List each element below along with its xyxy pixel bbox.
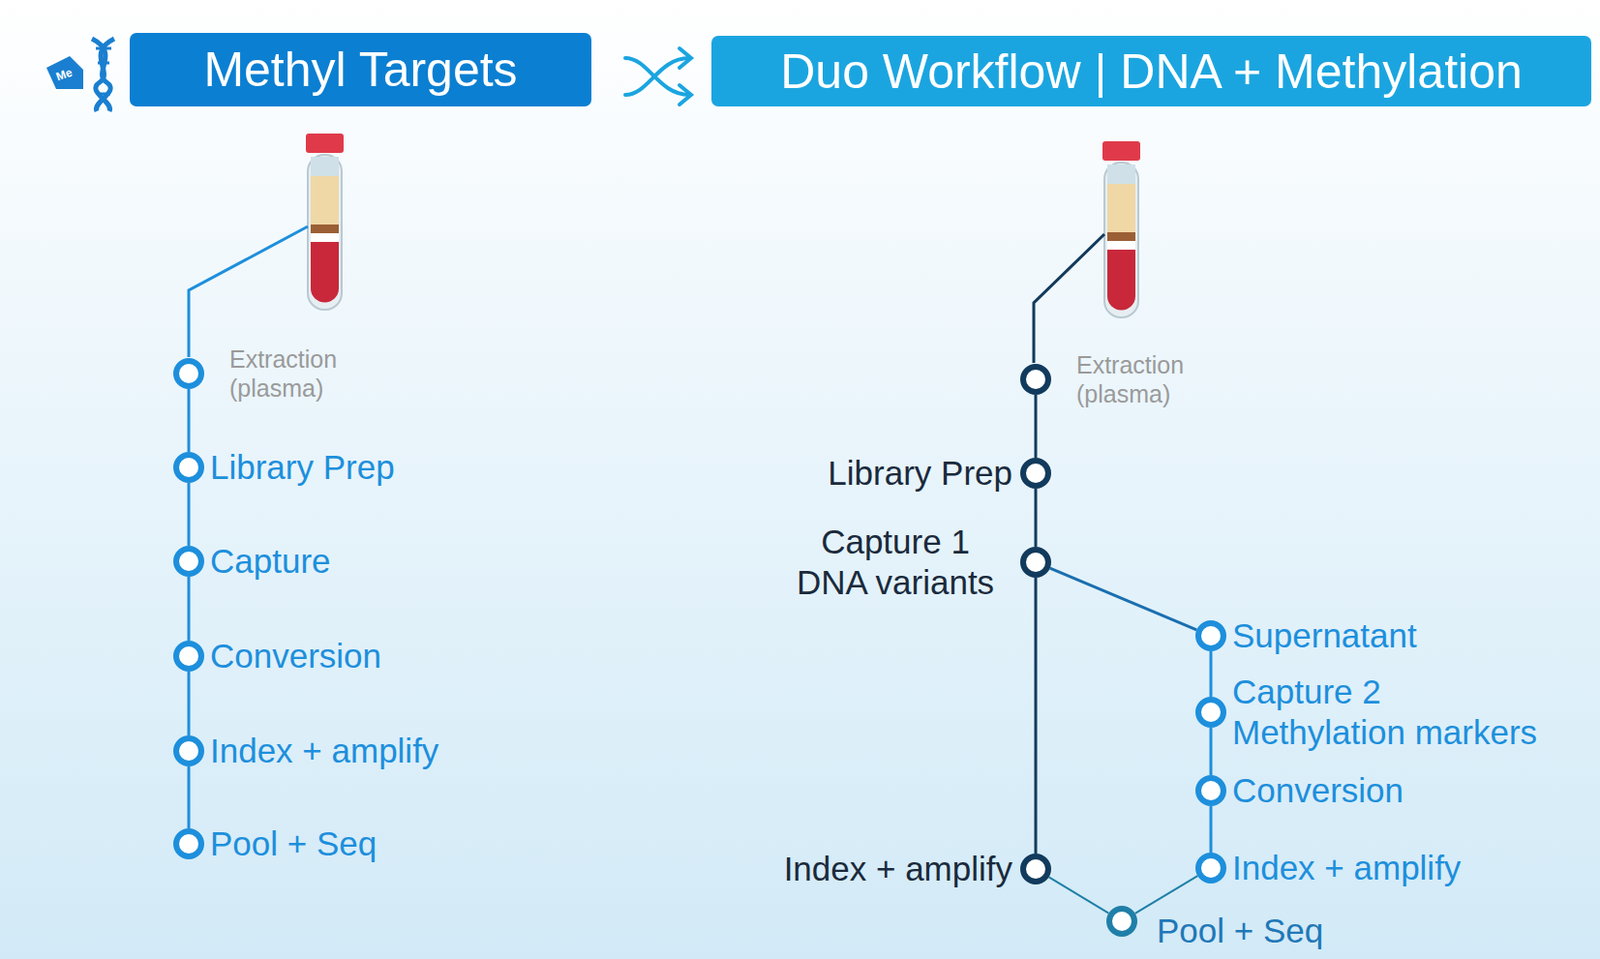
title-bar: Duo Workflow | DNA + Methylation: [711, 35, 1592, 107]
tube-leader: [1033, 234, 1105, 363]
step-dot: Index + amplify: [1020, 853, 1052, 885]
flow-line: [187, 671, 191, 736]
flow-line: [1209, 651, 1213, 697]
step-label: Extraction (plasma): [1076, 350, 1198, 409]
step-dot: Extraction (plasma): [1020, 363, 1052, 395]
step-label: Capture 1 DNA variants: [787, 521, 1003, 604]
step-dot: Supernatant: [1195, 620, 1227, 652]
flow-line: [1209, 806, 1213, 853]
step-label: Extraction (plasma): [229, 344, 351, 403]
dna-icon: [46, 38, 115, 112]
step-dot: Pool + Seq: [173, 828, 205, 860]
step-dot: Index + amplify: [1195, 852, 1227, 884]
step-label: Pool + Seq: [1156, 910, 1324, 952]
flow-line: [1034, 577, 1038, 854]
step-dot: Index + amplify: [173, 735, 205, 767]
step-dot: Conversion: [1195, 775, 1227, 807]
step-dot: Pool + Seq: [1106, 905, 1138, 937]
step-label: Index + amplify: [210, 730, 439, 772]
flow-line: [187, 766, 191, 829]
title-text: Duo Workflow | DNA + Methylation: [780, 42, 1523, 101]
step-label: Capture 2 Methylation markers: [1232, 671, 1557, 754]
step-dot: Conversion: [173, 640, 205, 672]
step-label: Capture: [210, 541, 332, 582]
step-label: Conversion: [1232, 770, 1404, 812]
title-text: Methyl Targets: [203, 40, 517, 99]
step-dot: Capture: [173, 545, 205, 577]
flow-line: [1209, 727, 1213, 776]
step-label: Library Prep: [827, 452, 1013, 494]
step-label: Pool + Seq: [210, 823, 377, 865]
step-label: Library Prep: [210, 447, 395, 488]
step-dot: Capture 1 DNA variants: [1020, 546, 1052, 578]
flow-line: [1050, 568, 1197, 631]
step-dot: Library Prep: [173, 452, 205, 484]
flow-line: [1049, 876, 1110, 913]
title-bar: Methyl Targets: [129, 32, 592, 107]
blood-tube: [305, 133, 344, 310]
step-dot: Capture 2 Methylation markers: [1195, 696, 1227, 728]
flow-line: [187, 389, 191, 453]
tube-leader: [188, 226, 308, 358]
step-label: Index + amplify: [1232, 847, 1461, 889]
flow-line: [1034, 488, 1038, 547]
step-dot: Library Prep: [1020, 457, 1052, 489]
step-label: Index + amplify: [784, 848, 1013, 890]
step-label: Conversion: [210, 635, 382, 677]
flow-line: [1135, 875, 1199, 914]
flow-line: [187, 483, 191, 546]
flow-line: [1034, 394, 1038, 458]
step-dot: Extraction (plasma): [173, 358, 205, 390]
blood-tube: [1102, 141, 1141, 318]
shuffle-icon: [625, 48, 692, 105]
flow-line: [187, 576, 191, 641]
step-label: Supernatant: [1232, 615, 1418, 657]
